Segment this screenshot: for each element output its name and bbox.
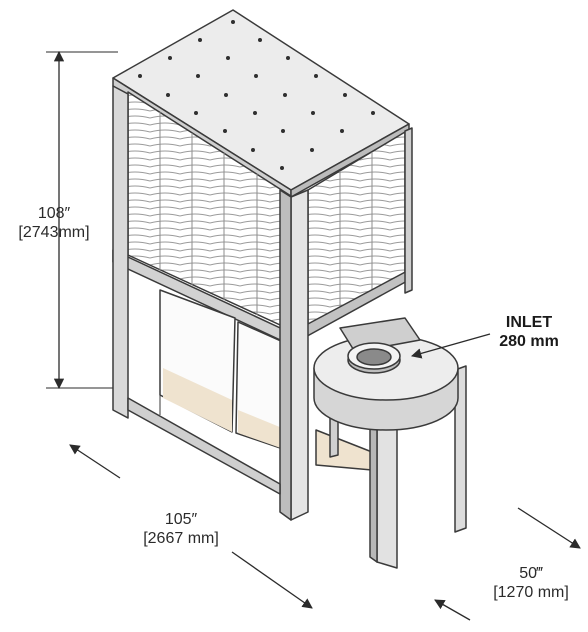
depth-metric: [1270 mm] xyxy=(493,584,569,601)
inlet-size: 280 mm xyxy=(499,333,559,350)
height-dimension-line xyxy=(46,50,118,390)
height-dimension-label: 108″ [2743mm] xyxy=(4,204,104,242)
inlet-label: INLET 280 mm xyxy=(484,313,574,351)
depth-dimension-line xyxy=(434,507,581,621)
collector-frame xyxy=(112,9,413,521)
leg-front-left xyxy=(112,85,129,419)
length-metric: [2667 mm] xyxy=(143,530,219,547)
top-bolt-holes xyxy=(138,20,375,170)
collection-bag-rear xyxy=(315,429,373,471)
blower-housing xyxy=(313,317,491,569)
length-dimension-label: 105″ [2667 mm] xyxy=(126,510,236,548)
inlet-title: INLET xyxy=(505,314,553,331)
length-dimension-line xyxy=(69,444,313,609)
leg-front-center xyxy=(290,189,309,521)
depth-imperial: 50‴ xyxy=(519,565,543,582)
height-imperial: 108″ xyxy=(37,205,71,222)
length-imperial: 105″ xyxy=(164,511,198,528)
blower-leg-front xyxy=(376,407,398,569)
blower-leg-right xyxy=(454,365,467,533)
height-metric: [2743mm] xyxy=(18,224,90,241)
inlet-leader-line xyxy=(410,333,491,359)
leg-rear-right xyxy=(404,127,413,294)
depth-dimension-label: 50‴ [1270 mm] xyxy=(478,564,584,602)
